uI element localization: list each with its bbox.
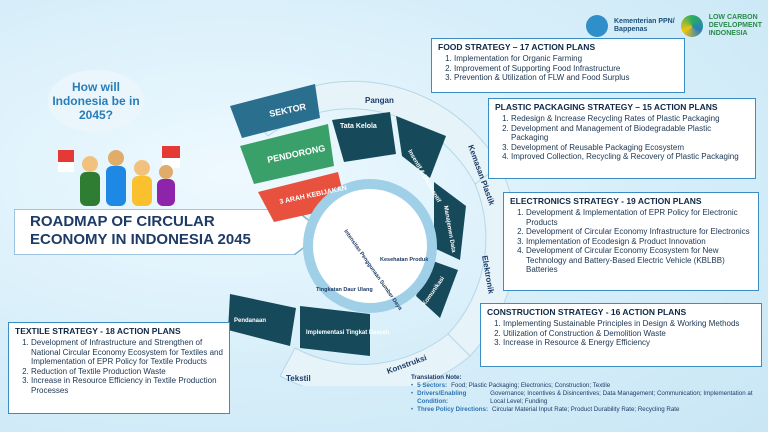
note-header: Translation Note: <box>411 374 462 381</box>
driver-tata-kelola: Tata Kelola <box>340 123 377 130</box>
textile-title: TEXTILE STRATEGY - 18 ACTION PLANS <box>15 326 181 336</box>
direction-daur-ulang: Tingkatan Daur Ulang <box>316 287 373 293</box>
plastic-item: Redesign & Increase Recycling Rates of P… <box>511 114 749 124</box>
page-title: ROADMAP OF CIRCULAR ECONOMY IN INDONESIA… <box>30 213 260 249</box>
driver-pendanaan: Pendanaan <box>234 318 266 324</box>
translation-note: Translation Note: •5 Sectors:Food; Plast… <box>411 374 761 414</box>
construction-item: Implementing Sustainable Principles in D… <box>503 319 755 329</box>
plastic-panel: PLASTIC PACKAGING STRATEGY – 15 ACTION P… <box>488 98 756 179</box>
note-line-drivers: •Drivers/Enabling Condition:Governance; … <box>411 390 753 405</box>
construction-panel: CONSTRUCTION STRATEGY - 16 ACTION PLANS … <box>480 303 762 367</box>
logo-bar: Kementerian PPN/ Bappenas LOW CARBON DEV… <box>586 14 762 38</box>
driver-daerah: Implementasi Tingkat Daerah <box>306 330 390 336</box>
electronics-item: Implementation of Ecodesign & Product In… <box>526 237 752 247</box>
food-title: FOOD STRATEGY – 17 ACTION PLANS <box>438 42 596 52</box>
pendorong-tile <box>240 124 334 184</box>
sector-tekstil: Tekstil <box>286 374 311 383</box>
electronics-item: Development of Circular Economy Ecosyste… <box>526 246 752 275</box>
direction-kesehatan: Kesehatan Produk <box>380 257 429 263</box>
construction-item: Utilization of Construction & Demolition… <box>503 329 755 339</box>
lcdi-logo-icon <box>680 15 703 37</box>
food-item: Improvement of Supporting Food Infrastru… <box>454 64 678 74</box>
bappenas-logo-icon <box>586 15 608 37</box>
plastic-item: Improved Collection, Recycling & Recover… <box>511 152 749 162</box>
question-text: How will Indonesia be in 2045? <box>52 80 140 122</box>
food-item: Implementation for Organic Farming <box>454 54 678 64</box>
textile-item: Development of Infrastructure and Streng… <box>31 338 223 367</box>
people-illustration <box>58 146 180 206</box>
electronics-item: Development of Circular Economy Infrastr… <box>526 227 752 237</box>
sektor-tile <box>230 84 320 138</box>
sector-pangan: Pangan <box>365 96 394 105</box>
question-bubble: How will Indonesia be in 2045? <box>48 70 144 132</box>
circular-economy-wheel: SEKTOR PENDORONG 3 ARAH KEBIJAKAN Pangan… <box>228 80 518 386</box>
electronics-title: ELECTRONICS STRATEGY - 19 ACTION PLANS <box>510 196 702 206</box>
textile-item: Reduction of Textile Production Waste <box>31 367 223 377</box>
textile-item: Increase in Resource Efficiency in Texti… <box>31 376 223 395</box>
construction-title: CONSTRUCTION STRATEGY - 16 ACTION PLANS <box>487 307 687 317</box>
title-line-1: ROADMAP OF CIRCULAR <box>30 213 215 230</box>
electronics-panel: ELECTRONICS STRATEGY - 19 ACTION PLANS D… <box>503 192 759 291</box>
note-line-directions: •Three Policy Directions:Circular Materi… <box>411 406 680 413</box>
ministry-logo-text: Kementerian PPN/ Bappenas <box>614 18 675 33</box>
title-line-2: ECONOMY IN INDONESIA 2045 <box>30 231 251 248</box>
food-panel: FOOD STRATEGY – 17 ACTION PLANS Implemen… <box>431 38 685 93</box>
plastic-item: Development and Management of Biodegrada… <box>511 124 749 143</box>
plastic-title: PLASTIC PACKAGING STRATEGY – 15 ACTION P… <box>495 102 718 112</box>
note-line-sectors: •5 Sectors:Food; Plastic Packaging; Elec… <box>411 382 611 389</box>
construction-item: Increase in Resource & Energy Efficiency <box>503 338 755 348</box>
lcdi-logo-text: LOW CARBON DEVELOPMENT INDONESIA <box>708 14 762 37</box>
food-item: Prevention & Utilization of FLW and Food… <box>454 73 678 83</box>
electronics-item: Development & Implementation of EPR Poli… <box>526 208 752 227</box>
textile-panel: TEXTILE STRATEGY - 18 ACTION PLANS Devel… <box>8 322 230 414</box>
plastic-item: Development of Reusable Packaging Ecosys… <box>511 143 749 153</box>
